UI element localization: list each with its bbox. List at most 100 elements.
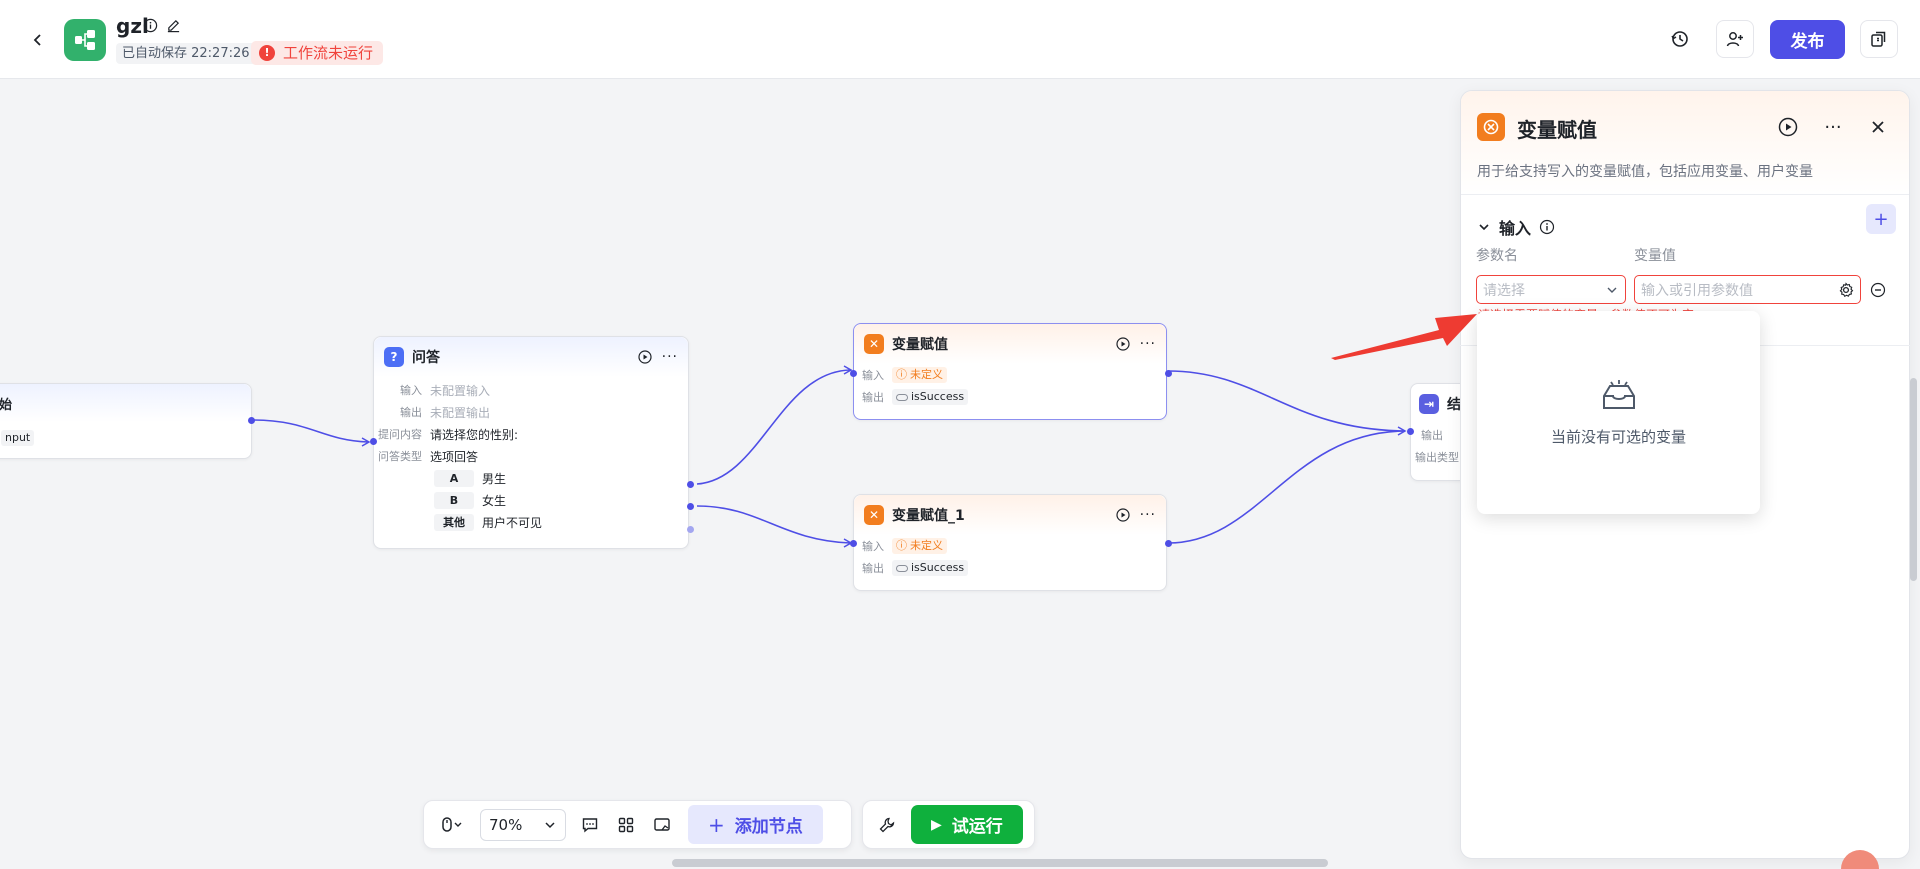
run-status-badge: ! 工作流未运行 (251, 41, 384, 65)
variable-assign-icon (1477, 113, 1505, 141)
param-name-header: 参数名 (1476, 248, 1518, 264)
minimap-button[interactable] (644, 807, 680, 843)
remove-param-button[interactable] (1870, 282, 1886, 302)
play-icon (1778, 117, 1798, 137)
variable-assign-icon: ✕ (864, 334, 884, 354)
option-key: 其他 (434, 513, 474, 531)
edit-icon[interactable] (166, 18, 181, 37)
qa-row-value: 未配置输入 (430, 383, 491, 398)
output-var-tag: isSuccess (892, 560, 969, 576)
minus-circle-icon (1870, 282, 1886, 298)
info-icon[interactable] (1539, 219, 1555, 235)
panel-more-button[interactable]: ··· (1820, 114, 1846, 140)
play-icon[interactable] (1116, 337, 1130, 351)
layout-button[interactable] (608, 807, 644, 843)
comment-button[interactable] (572, 807, 608, 843)
qa-row-label: 提问内容 (378, 428, 422, 441)
copy-icon (1871, 31, 1886, 47)
param-value-header: 变量值 (1634, 248, 1676, 264)
assign2-in-port[interactable] (850, 540, 857, 547)
edge-qa-b-assign2 (696, 505, 851, 544)
chevron-down-icon (545, 821, 555, 828)
panel-title: 变量赋值 (1517, 118, 1597, 142)
section-title: 输入 (1499, 219, 1532, 238)
qa-option-other-port[interactable] (687, 526, 694, 533)
vertical-scrollbar[interactable] (1910, 378, 1917, 581)
select-placeholder: 请选择 (1483, 282, 1525, 299)
run-status-text: 工作流未运行 (283, 44, 374, 62)
assign-node-title: 变量赋值_1 (892, 508, 965, 524)
debug-tools-button[interactable] (869, 807, 905, 843)
input-section-header[interactable]: 输入 (1477, 215, 1555, 239)
qa-row-value: 选项回答 (430, 449, 479, 464)
assign2-out-port[interactable] (1165, 540, 1172, 547)
toggle-icon (896, 564, 908, 572)
assistant-avatar[interactable] (1841, 850, 1879, 869)
edge-qa-a-assign1 (696, 369, 851, 485)
wrench-icon (879, 817, 895, 832)
zoom-select[interactable]: 70% (480, 808, 566, 841)
grid-icon (618, 817, 634, 832)
add-user-icon (1726, 32, 1743, 47)
alert-icon: ! (259, 45, 275, 61)
more-icon[interactable]: ··· (1139, 336, 1156, 352)
history-button[interactable] (1661, 20, 1699, 58)
warning-icon: ⓘ (896, 539, 907, 552)
more-icon[interactable]: ··· (661, 349, 678, 365)
run-toolbar: ▶ 试运行 (862, 800, 1035, 849)
start-node-title: 始 (0, 397, 13, 413)
pointer-mode-button[interactable] (430, 807, 474, 843)
start-node[interactable]: 始 nput (0, 383, 252, 459)
play-icon[interactable] (638, 350, 652, 364)
qa-node[interactable]: ? 问答 ··· 输入未配置输入 输出未配置输出 提问内容请选择您的性别: 问答… (373, 336, 689, 549)
canvas-toolbar: 70% + 添加节点 (423, 800, 852, 849)
publish-button[interactable]: 发布 (1770, 20, 1845, 59)
history-icon (1671, 31, 1688, 47)
more-icon[interactable]: ··· (1139, 507, 1156, 523)
param-name-select[interactable]: 请选择 (1476, 275, 1626, 304)
add-node-button[interactable]: + 添加节点 (688, 805, 823, 844)
settings-icon[interactable] (1838, 281, 1854, 298)
collaborators-button[interactable] (1716, 20, 1754, 58)
autosave-status: 已自动保存 22:27:26 (116, 43, 256, 64)
variable-dropdown[interactable]: 当前没有可选的变量 (1477, 311, 1760, 514)
plus-icon: + (708, 812, 725, 837)
chevron-left-icon (33, 34, 41, 46)
add-param-button[interactable]: + (1866, 204, 1896, 234)
end-icon: ⇥ (1419, 394, 1439, 414)
play-icon: ▶ (931, 816, 942, 833)
warning-icon: ⓘ (896, 368, 907, 381)
toggle-icon (896, 393, 908, 401)
app-name: gzl (116, 14, 149, 38)
qa-node-title: 问答 (412, 350, 440, 366)
play-icon[interactable] (1116, 508, 1130, 522)
qa-node-in-port[interactable] (370, 438, 377, 445)
horizontal-scrollbar[interactable] (672, 859, 1328, 867)
dropdown-empty-text: 当前没有可选的变量 (1550, 428, 1686, 446)
panel-close-button[interactable] (1865, 114, 1891, 140)
start-input-var: nput (1, 430, 35, 446)
annotation-arrow (1331, 314, 1477, 360)
comment-icon (582, 817, 598, 832)
panel-run-button[interactable] (1775, 114, 1801, 140)
chevron-down-icon (1607, 287, 1617, 293)
end-output-type-label: 输出类型 (1415, 451, 1459, 464)
back-button[interactable] (26, 28, 50, 52)
copy-button[interactable] (1860, 20, 1898, 58)
try-run-button[interactable]: ▶ 试运行 (911, 805, 1023, 844)
end-node-in-port[interactable] (1407, 428, 1414, 435)
output-label: 输出 (862, 391, 884, 404)
assign1-out-port[interactable] (1165, 370, 1172, 377)
input-placeholder: 输入或引用参数值 (1641, 282, 1753, 299)
workflow-canvas[interactable]: 始 nput ? 问答 ··· 输入未配置输入 输出未配置输出 提问内容请选择您… (0, 80, 1920, 869)
assign1-in-port[interactable] (850, 370, 857, 377)
qa-option-a-port[interactable] (687, 481, 694, 488)
qa-option-b-port[interactable] (687, 503, 694, 510)
param-value-input[interactable]: 输入或引用参数值 (1634, 275, 1861, 304)
start-node-out-port[interactable] (248, 417, 255, 424)
output-var-tag: isSuccess (892, 389, 969, 405)
info-icon[interactable] (143, 18, 158, 37)
qa-row-label: 输入 (400, 384, 422, 397)
